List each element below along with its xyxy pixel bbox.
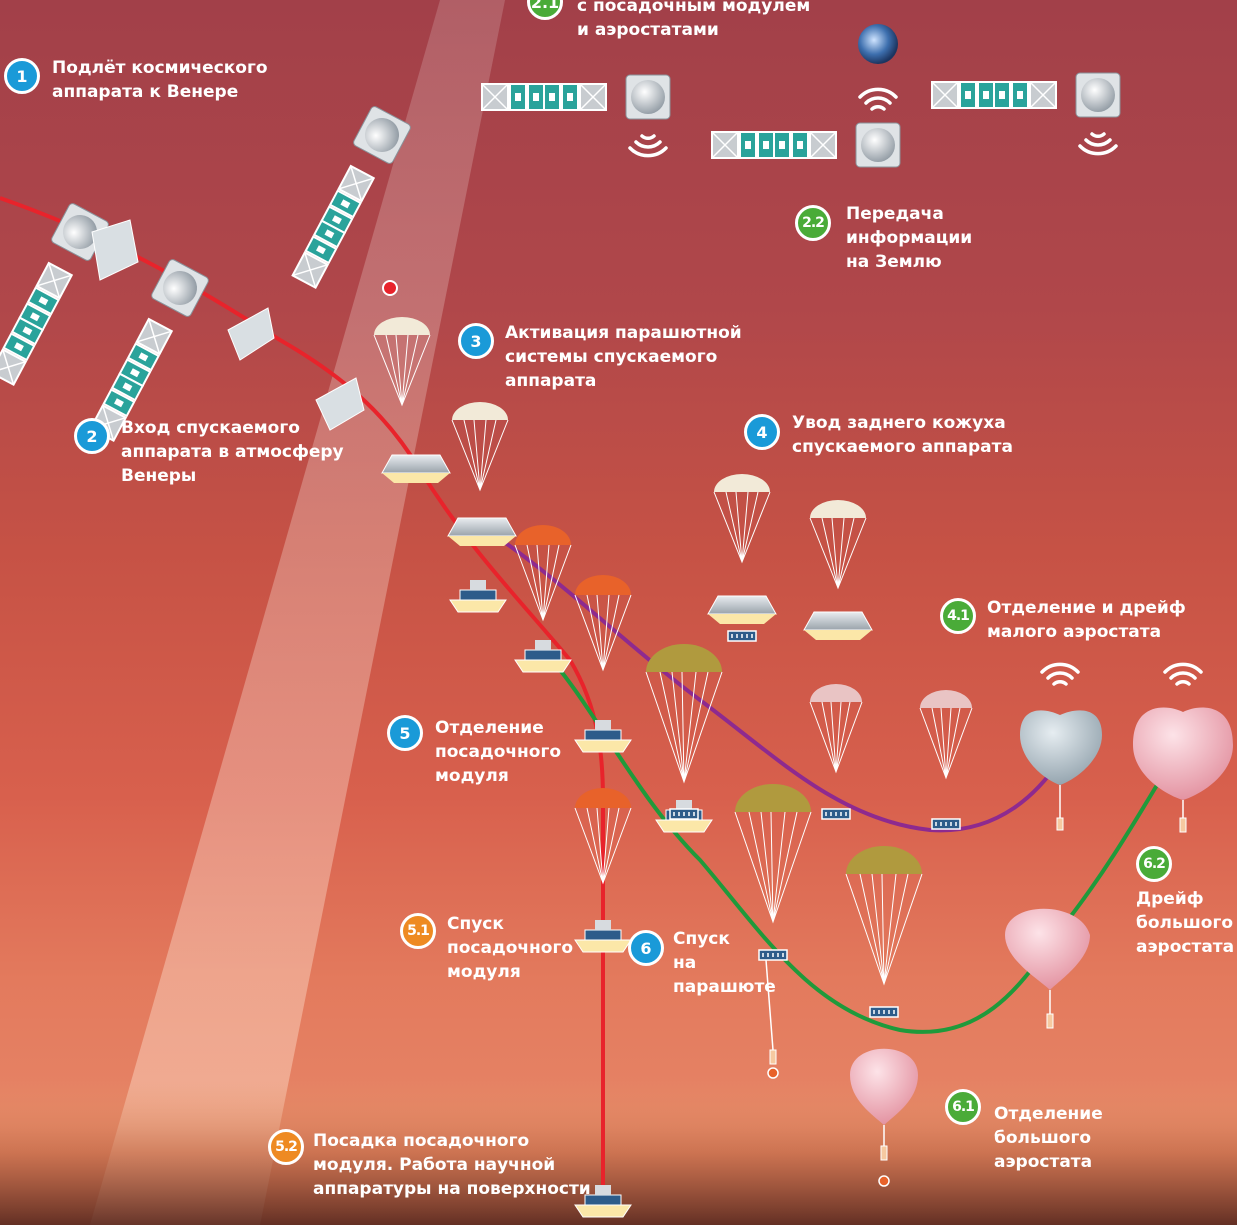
step-6-badge: 6 [628, 930, 664, 966]
step-6-1-badge: 6.1 [945, 1089, 981, 1125]
step-4-badge: 4 [744, 414, 780, 450]
step-2-2-label: Передача информации на Землю [846, 204, 973, 272]
step-5-1-label: Спуск посадочного модуля [447, 914, 574, 982]
step-2-label: Вход спускаемого аппарата в атмосферу Ве… [121, 418, 344, 486]
step-5-badge: 5 [387, 715, 423, 751]
step-6-2-label: Дрейф большого аэростата [1136, 889, 1235, 957]
step-4-1-badge: 4.1 [940, 598, 976, 634]
step-6-label: Спуск на парашюте [673, 929, 776, 997]
step-5-2-label: Посадка посадочного модуля. Работа научн… [313, 1131, 591, 1199]
step-5-label: Отделение посадочного модуля [435, 718, 562, 786]
step-2-1-label: с посадочным модулем и аэростатами [577, 0, 811, 40]
step-4-label: Увод заднего кожуха спускаемого аппарата [792, 413, 1013, 457]
step-3-label: Активация парашютной системы спускаемого… [505, 323, 742, 391]
step-1-badge: 1 [4, 58, 40, 94]
step-2-badge: 2 [74, 418, 110, 454]
step-1-label: Подлёт космического аппарата к Венере [52, 58, 268, 102]
step-6-2-badge: 6.2 [1136, 846, 1172, 882]
step-2-2-badge: 2.2 [795, 205, 831, 241]
step-4-1-label: Отделение и дрейф малого аэростата [987, 598, 1186, 642]
step-6-1-label: Отделение большого аэростата [994, 1104, 1103, 1172]
step-3-badge: 3 [458, 323, 494, 359]
step-5-1-badge: 5.1 [400, 913, 436, 949]
step-5-2-badge: 5.2 [268, 1129, 304, 1165]
